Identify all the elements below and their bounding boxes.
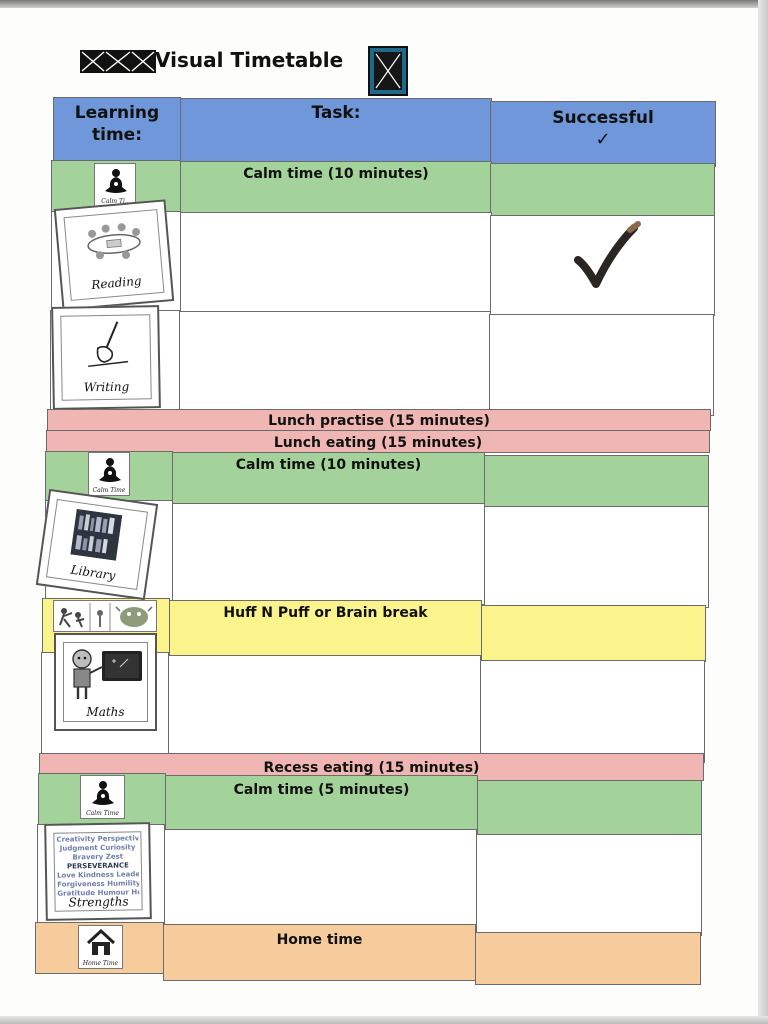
row-calm-3-task: Calm time (5 minutes) bbox=[233, 782, 410, 798]
meditation-icon bbox=[99, 458, 121, 482]
row-strengths-success-cell bbox=[476, 834, 702, 936]
scan-right-edge bbox=[758, 0, 768, 1024]
calm-time-caption-2: Calm Time bbox=[92, 487, 126, 494]
writing-card: Writing bbox=[51, 305, 161, 410]
row-strengths-task-cell bbox=[164, 829, 477, 933]
calm-time-card-1: Calm Ti.. bbox=[94, 163, 136, 207]
header-learning-time-line2: time: bbox=[92, 125, 142, 145]
header-successful: Successful ✓ bbox=[490, 101, 716, 167]
row-reading-task-cell bbox=[180, 212, 492, 312]
row-home-task: Home time bbox=[276, 932, 363, 948]
row-calm-2-task-cell: Calm time (10 minutes) bbox=[172, 452, 485, 504]
scan-bottom-edge bbox=[0, 1016, 768, 1024]
redacted-photo bbox=[368, 46, 408, 96]
reading-card: Reading bbox=[53, 199, 175, 311]
maths-icon bbox=[72, 649, 142, 699]
row-recess-eating-task: Recess eating (15 minutes) bbox=[263, 760, 480, 776]
row-maths-task-cell bbox=[168, 655, 481, 759]
reading-icon bbox=[87, 223, 141, 260]
row-calm-1-task: Calm time (10 minutes) bbox=[243, 166, 429, 182]
scan-top-edge bbox=[0, 0, 768, 8]
header-successful-label: Successful bbox=[552, 108, 654, 128]
row-writing-task-cell bbox=[179, 311, 491, 413]
row-library-success-cell bbox=[484, 506, 709, 608]
success-check-mark bbox=[574, 221, 641, 288]
row-library-task-cell bbox=[172, 503, 485, 605]
maths-card: Maths bbox=[54, 633, 157, 731]
row-brain-break-task-cell: Huff N Puff or Brain break bbox=[169, 600, 482, 656]
row-calm-1-task-cell: Calm time (10 minutes) bbox=[180, 161, 492, 213]
row-calm-2-success-cell bbox=[484, 455, 709, 507]
header-task-label: Task: bbox=[311, 103, 361, 123]
home-time-card: Home Time bbox=[78, 925, 123, 969]
row-maths-success-cell bbox=[480, 660, 705, 763]
row-calm-2-task: Calm time (10 minutes) bbox=[235, 457, 422, 473]
row-brain-break-success-cell bbox=[481, 605, 706, 662]
page-title: Visual Timetable bbox=[155, 48, 344, 72]
strengths-word-cloud: Creativity Perspective Judgment Curiosit… bbox=[56, 834, 139, 898]
brain-break-icon bbox=[59, 603, 153, 631]
row-writing-success-cell bbox=[489, 314, 714, 416]
row-calm-3-success-cell bbox=[477, 780, 702, 835]
row-brain-break-task: Huff N Puff or Brain break bbox=[223, 605, 428, 621]
row-home-task-cell: Home time bbox=[163, 924, 476, 981]
row-lunch-eating: Lunch eating (15 minutes) bbox=[46, 430, 710, 453]
meditation-icon bbox=[105, 169, 127, 193]
home-time-caption: Home Time bbox=[82, 960, 119, 967]
row-lunch-eating-task: Lunch eating (15 minutes) bbox=[273, 435, 483, 451]
strengths-caption: Strengths bbox=[68, 894, 129, 910]
header-learning-time: Learning time: bbox=[53, 97, 181, 162]
library-icon bbox=[70, 508, 123, 561]
header-task: Task: bbox=[180, 98, 492, 163]
strengths-card: Creativity Perspective Judgment Curiosit… bbox=[44, 822, 152, 921]
row-calm-3-task-cell: Calm time (5 minutes) bbox=[165, 775, 478, 830]
writing-caption: Writing bbox=[83, 379, 130, 395]
meditation-icon bbox=[92, 781, 114, 805]
writing-icon bbox=[88, 321, 129, 368]
row-home-success-cell bbox=[475, 932, 701, 985]
row-lunch-practise: Lunch practise (15 minutes) bbox=[47, 409, 711, 431]
row-lunch-practise-task: Lunch practise (15 minutes) bbox=[268, 413, 490, 429]
library-card: Library bbox=[35, 488, 159, 601]
calm-time-card-3: Calm Time bbox=[80, 775, 125, 819]
calm-time-caption-3: Calm Time bbox=[86, 810, 119, 817]
row-calm-1-success-cell bbox=[490, 163, 715, 216]
redacted-name bbox=[80, 50, 156, 73]
header-successful-mark: ✓ bbox=[595, 129, 611, 150]
calm-time-caption-1: Calm Ti.. bbox=[101, 198, 129, 205]
brain-break-card bbox=[53, 600, 157, 632]
house-icon bbox=[86, 929, 116, 955]
maths-caption: Maths bbox=[86, 705, 125, 719]
calm-time-card-2: Calm Time bbox=[88, 452, 130, 496]
header-learning-time-line1: Learning bbox=[74, 103, 160, 123]
